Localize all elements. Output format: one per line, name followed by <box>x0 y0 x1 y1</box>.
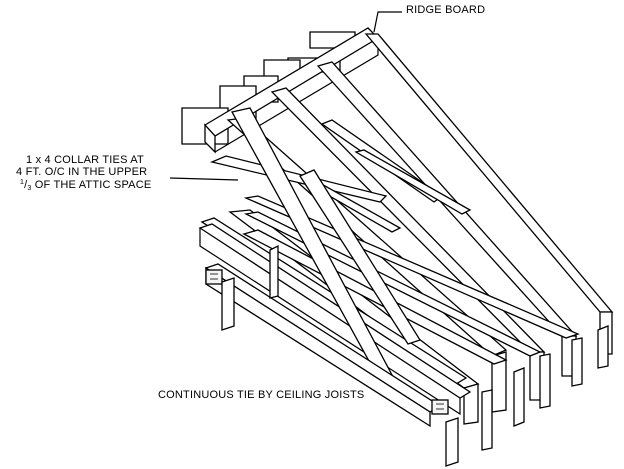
collar-ties-line-3-text: OF THE ATTIC SPACE <box>31 179 152 191</box>
ceiling-joists-label: CONTINUOUS TIE BY CEILING JOISTS <box>158 389 365 401</box>
ceiling-joists <box>198 195 580 416</box>
collar-ties-line-1: 1 x 4 COLLAR TIES AT <box>26 154 144 166</box>
studs <box>221 244 609 467</box>
collar-ties <box>209 119 472 233</box>
fraction-separator: / <box>24 179 28 191</box>
wall-plate <box>204 263 449 428</box>
leader-lines <box>169 11 402 181</box>
ridge-board-label: RIDGE BOARD <box>406 4 486 16</box>
fraction-numerator: 1 <box>20 179 25 186</box>
fraction-denominator: 3 <box>27 185 32 192</box>
collar-ties-line-2: 4 FT. O/C IN THE UPPER <box>16 166 148 178</box>
collar-ties-line-3: 1/3 OF THE ATTIC SPACE <box>20 179 151 193</box>
